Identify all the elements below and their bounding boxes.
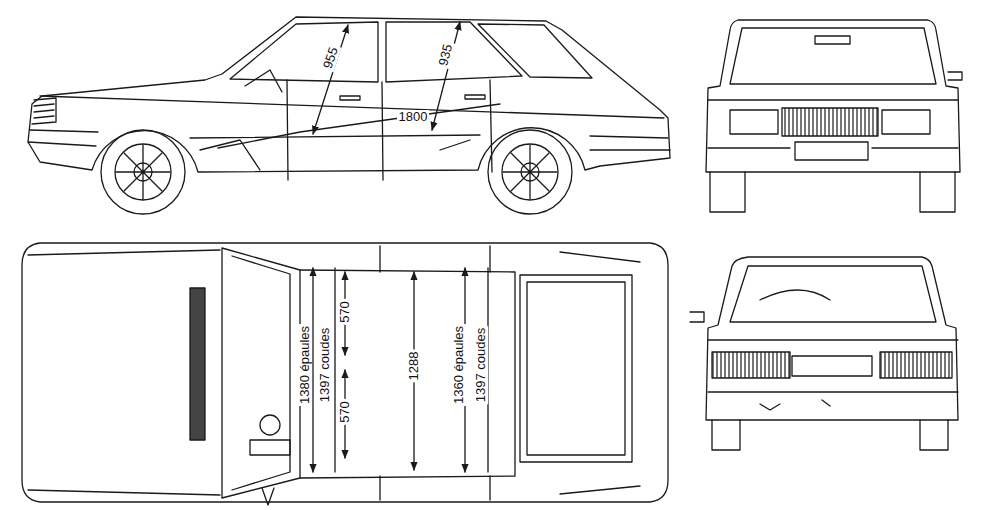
dimension-label: 1800 xyxy=(397,110,430,124)
dimension-label: 1397 coudes xyxy=(474,326,488,404)
side-view-part xyxy=(28,17,670,172)
rear-view-part xyxy=(710,172,955,212)
side-view-part xyxy=(34,104,54,118)
rear-view-part xyxy=(815,36,850,44)
side-view-part xyxy=(116,145,170,199)
side-view-part xyxy=(245,70,282,92)
top-view-part xyxy=(300,270,515,478)
top-view-part xyxy=(190,288,205,440)
side-view-part xyxy=(230,22,378,82)
top-view-part xyxy=(250,440,290,455)
side-view-part xyxy=(40,96,664,118)
side-view-part xyxy=(101,130,185,214)
dimension-label: 570 xyxy=(338,399,352,425)
top-view-part xyxy=(560,252,640,494)
dimension-label: 935 xyxy=(436,41,456,69)
side-view-part xyxy=(488,130,572,214)
side-view-part xyxy=(502,144,558,200)
rear-view-part xyxy=(706,20,960,172)
top-view-part xyxy=(28,250,220,495)
side-view-part xyxy=(200,140,470,170)
front-view-part xyxy=(708,339,958,340)
front-view-part xyxy=(690,312,704,322)
front-view-part xyxy=(730,266,936,322)
front-view-part xyxy=(792,356,872,376)
top-view-part xyxy=(262,488,274,505)
top-view xyxy=(22,243,668,505)
dimension-label: 1380 épaules xyxy=(298,324,312,406)
rear-view-part xyxy=(782,108,878,136)
top-view-part xyxy=(380,246,490,500)
dimension-label: 955 xyxy=(320,44,341,73)
rear-view-part xyxy=(708,147,958,148)
dimension-label: 1360 épaules xyxy=(452,324,466,406)
side-view-part xyxy=(218,104,500,148)
top-view-part xyxy=(232,256,290,490)
front-view-part xyxy=(760,400,830,410)
top-view-part xyxy=(520,275,632,462)
rear-view-part xyxy=(795,142,868,160)
front-view-part xyxy=(708,391,958,392)
top-view-part xyxy=(334,268,335,472)
top-view-part xyxy=(260,415,280,435)
side-view-part xyxy=(313,25,348,134)
top-view-part xyxy=(527,282,625,455)
side-view-part xyxy=(432,22,460,130)
side-view xyxy=(28,17,670,214)
top-view-part xyxy=(222,248,300,498)
rear-view-part xyxy=(708,99,958,100)
front-view-part xyxy=(712,420,948,450)
top-view-part xyxy=(312,268,313,472)
front-view-part xyxy=(706,257,958,420)
side-view-part xyxy=(340,95,485,100)
top-view-part xyxy=(22,243,668,502)
front-view-part xyxy=(712,352,790,378)
front-view xyxy=(690,257,958,450)
side-view-part xyxy=(115,144,171,200)
side-view-part xyxy=(503,145,557,199)
dimension-label: 1397 coudes xyxy=(318,326,332,404)
dimension-label: 1288 xyxy=(407,350,421,383)
front-view-part xyxy=(760,290,830,300)
side-view-part xyxy=(478,24,592,78)
side-view-part xyxy=(32,98,56,124)
side-view-part xyxy=(386,22,522,82)
rear-view-part xyxy=(730,28,936,84)
rear-view-part xyxy=(948,72,962,80)
rear-view xyxy=(706,20,962,212)
front-view-part xyxy=(880,352,952,378)
dimension-label: 570 xyxy=(338,299,352,325)
side-view-part xyxy=(28,142,670,150)
